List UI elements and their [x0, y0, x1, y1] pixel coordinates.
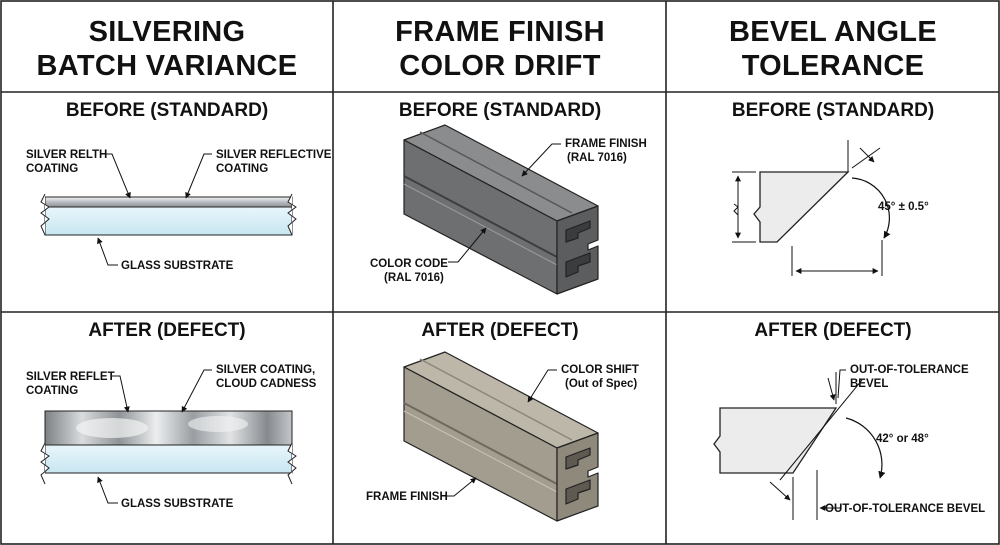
frame-end-slot: [565, 479, 591, 505]
frame-before-top-callout-line2: (RAL 7016): [567, 152, 627, 164]
silvering-before-left-callout-line2: COATING: [26, 163, 78, 175]
cloud-patch: [76, 418, 148, 438]
frame-after-bottom-callout: FRAME FINISH: [366, 491, 448, 503]
frame-before-title: BEFORE (STANDARD): [399, 100, 601, 121]
break-mark-right: [287, 193, 297, 236]
leader-left: [112, 375, 130, 413]
header-frame-line1: FRAME FINISH: [395, 16, 605, 48]
leader-right: [185, 153, 212, 199]
bevel-after-top-callout-line2: BEVEL: [850, 378, 888, 390]
break-mark-left: [40, 193, 50, 236]
bevel-after-angle-label: 42° or 48°: [876, 433, 929, 445]
dimension-line: [859, 147, 875, 163]
column-headers: SILVERING BATCH VARIANCE FRAME FINISH CO…: [37, 16, 937, 82]
frame-groove: [419, 131, 573, 214]
bevel-before-diagram: 45° ± 0.5°: [732, 140, 929, 276]
frame-before-bottom-callout-line2: (RAL 7016): [384, 272, 444, 284]
silvering-after-left-callout-line1: SILVER REFLET: [26, 371, 115, 383]
frame-groove: [403, 402, 558, 485]
leader-bottom: [97, 237, 118, 266]
break-mark-left: [40, 442, 50, 485]
frame-groove: [403, 175, 558, 258]
header-silvering-line1: SILVERING: [89, 16, 246, 48]
cloud-patch: [188, 416, 248, 432]
leader-bottom: [444, 477, 477, 497]
row-subtitles: BEFORE (STANDARD) BEFORE (STANDARD) BEFO…: [66, 100, 934, 341]
leader-bottom: [97, 476, 118, 504]
leader-top: [837, 369, 846, 399]
break-mark-right: [287, 442, 297, 485]
dimension-break: [733, 203, 739, 216]
silvering-after-title: AFTER (DEFECT): [88, 320, 245, 341]
angle-arc: [851, 177, 891, 239]
bevel-before-title: BEFORE (STANDARD): [732, 100, 934, 121]
silvering-after-right-callout-line1: SILVER COATING,: [216, 364, 315, 376]
frame-after-title: AFTER (DEFECT): [421, 320, 578, 341]
frame-before-top-callout-line1: FRAME FINISH: [565, 138, 647, 150]
header-frame-line2: COLOR DRIFT: [399, 50, 600, 82]
silvering-before-left-callout-line1: SILVER RELTH: [26, 149, 107, 161]
reference-line: [779, 379, 863, 481]
frame-groove: [419, 358, 573, 441]
frame-end-profile: [556, 432, 599, 522]
silvering-before-diagram: SILVER RELTH COATING SILVER REFLECTIVE C…: [26, 149, 332, 272]
leader-right: [181, 369, 212, 413]
glass-substrate-layer: [44, 444, 293, 474]
silvering-after-left-callout-line2: COATING: [26, 385, 78, 397]
bevel-after-title: AFTER (DEFECT): [754, 320, 911, 341]
angle-arc: [845, 417, 886, 479]
extension-line: [851, 147, 881, 169]
silver-coating-layer: [44, 196, 293, 208]
silvering-after-bottom-callout: GLASS SUBSTRATE: [121, 498, 234, 510]
silvering-before-right-callout-line1: SILVER REFLECTIVE: [216, 149, 332, 161]
silvering-before-title: BEFORE (STANDARD): [66, 100, 268, 121]
frame-after-top-callout-line1: COLOR SHIFT: [561, 364, 639, 376]
leader-top: [521, 143, 561, 177]
frame-after-diagram: COLOR SHIFT (Out of Spec) FRAME FINISH: [366, 351, 639, 522]
silvering-after-right-callout-line2: CLOUD CADNESS: [216, 378, 317, 390]
frame-end-slot: [565, 447, 591, 470]
silvering-after-diagram: SILVER REFLET COATING SILVER COATING, CL…: [26, 364, 317, 510]
leader-left: [104, 153, 131, 199]
bevel-after-top-callout-line1: OUT-OF-TOLERANCE: [850, 364, 969, 376]
header-bevel-line1: BEVEL ANGLE: [729, 16, 937, 48]
bevel-profile: [713, 407, 838, 474]
frame-groove: [403, 410, 558, 493]
glass-substrate-layer: [44, 206, 293, 236]
frame-end-profile: [556, 205, 599, 295]
header-silvering-line2: BATCH VARIANCE: [37, 50, 298, 82]
dimension-line: [827, 377, 836, 401]
bevel-profile: [753, 171, 850, 243]
bevel-before-angle-label: 45° ± 0.5°: [878, 201, 929, 213]
frame-groove: [403, 183, 558, 266]
bevel-after-diagram: OUT-OF-TOLERANCE BEVEL 42° or 48° OUT-OF…: [713, 364, 985, 520]
header-bevel-line2: TOLERANCE: [742, 50, 925, 82]
bevel-after-bottom-callout: OUT-OF-TOLERANCE BEVEL: [825, 503, 985, 515]
frame-after-top-callout-line2: (Out of Spec): [565, 378, 637, 390]
frame-end-slot: [565, 220, 591, 243]
silvering-before-right-callout-line2: COATING: [216, 163, 268, 175]
silvering-before-bottom-callout: GLASS SUBSTRATE: [121, 260, 234, 272]
frame-before-bottom-callout-line1: COLOR CODE: [370, 258, 448, 270]
leader-top: [527, 369, 557, 403]
frame-end-slot: [565, 252, 591, 278]
leader-bottom: [448, 227, 487, 263]
dimension-line: [769, 481, 791, 501]
frame-before-diagram: FRAME FINISH (RAL 7016) COLOR CODE (RAL …: [370, 124, 647, 295]
